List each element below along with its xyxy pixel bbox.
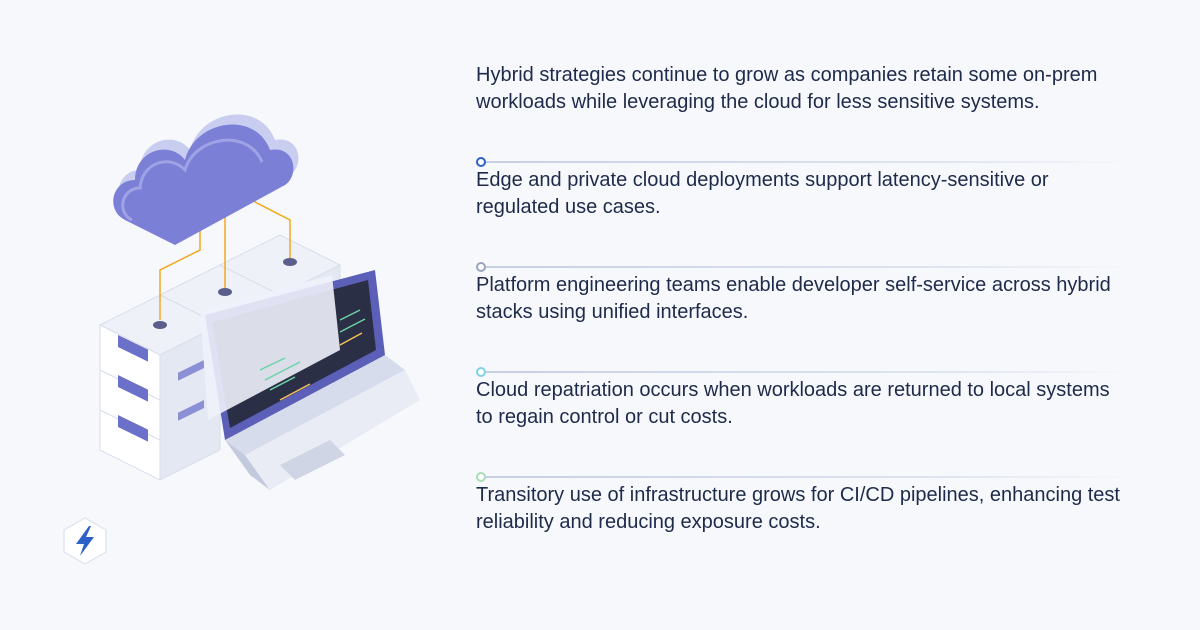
point-item: Hybrid strategies continue to grow as co… [476, 62, 1156, 167]
cloud-icon [113, 114, 299, 245]
point-text: Cloud repatriation occurs when workloads… [476, 379, 1110, 428]
laptop-illustration [200, 270, 420, 490]
point-text: Transitory use of infrastructure grows f… [476, 484, 1120, 533]
point-item: Platform engineering teams enable develo… [476, 272, 1156, 377]
lightning-bolt-logo-icon [63, 517, 107, 565]
divider [476, 472, 1136, 482]
point-item: Cloud repatriation occurs when workloads… [476, 377, 1156, 482]
point-item: Transitory use of infrastructure grows f… [476, 482, 1156, 587]
divider-dot [476, 157, 486, 167]
divider-line [486, 161, 1136, 163]
point-text: Edge and private cloud deployments suppo… [476, 169, 1049, 218]
divider-line [486, 371, 1136, 373]
divider [476, 157, 1136, 167]
point-text: Hybrid strategies continue to grow as co… [476, 64, 1098, 113]
divider-line [486, 266, 1136, 268]
point-text: Platform engineering teams enable develo… [476, 274, 1111, 323]
divider-line [486, 476, 1136, 478]
divider-dot [476, 367, 486, 377]
divider [476, 367, 1136, 377]
point-item: Edge and private cloud deployments suppo… [476, 167, 1156, 272]
cloud-servers-laptop-illustration [98, 114, 420, 490]
divider-dot [476, 262, 486, 272]
points-list: Hybrid strategies continue to grow as co… [476, 62, 1156, 587]
divider [476, 262, 1136, 272]
divider-dot [476, 472, 486, 482]
